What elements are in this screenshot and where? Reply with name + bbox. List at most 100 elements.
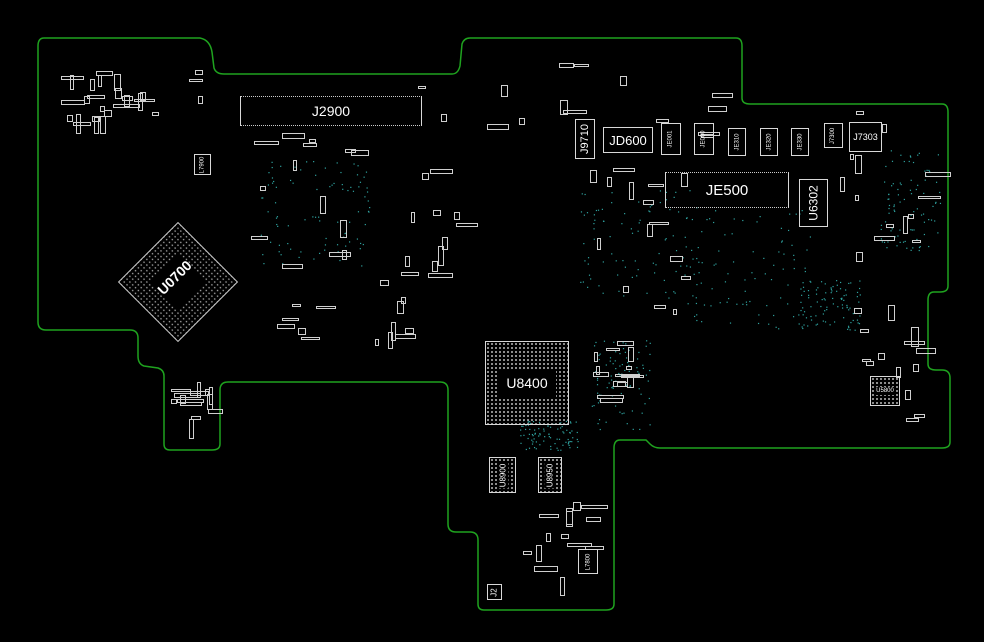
via xyxy=(349,221,351,223)
chip-u5800[interactable]: U5800 xyxy=(870,376,900,406)
via xyxy=(359,248,361,250)
via xyxy=(622,342,624,344)
via xyxy=(817,287,819,289)
connector-j7300[interactable]: J7300 xyxy=(824,123,843,148)
connector-j2900[interactable]: J2900 xyxy=(240,96,422,126)
via xyxy=(626,423,628,425)
label-jd600: JD600 xyxy=(609,132,647,148)
via xyxy=(826,308,828,311)
via xyxy=(728,297,730,300)
via xyxy=(881,241,883,243)
smd-part xyxy=(188,79,203,83)
via xyxy=(280,254,282,256)
via xyxy=(856,296,858,298)
via xyxy=(900,183,902,186)
via xyxy=(329,186,331,188)
label-j7300: J7300 xyxy=(830,127,837,144)
smd-part xyxy=(103,109,112,118)
via xyxy=(846,304,848,307)
via xyxy=(275,186,277,188)
via xyxy=(686,217,688,219)
via xyxy=(856,319,859,321)
via xyxy=(922,213,925,215)
via xyxy=(606,387,608,389)
connector-j2[interactable]: J2 xyxy=(487,584,502,600)
inductor-l7800[interactable]: L7800 xyxy=(578,549,598,574)
via xyxy=(848,309,850,311)
smd-part xyxy=(596,366,601,376)
smd-part xyxy=(573,63,589,68)
connector-je500[interactable]: JE500 xyxy=(665,172,789,208)
via xyxy=(601,208,603,210)
inductor-l7900[interactable]: L7900 xyxy=(194,154,211,175)
label-u8400: U8400 xyxy=(498,369,556,397)
via xyxy=(576,438,578,441)
smd-part xyxy=(405,328,415,334)
via xyxy=(916,238,918,241)
via xyxy=(568,444,570,446)
via xyxy=(692,295,694,297)
smd-part xyxy=(648,183,665,187)
chip-u8950[interactable]: U8950 xyxy=(538,457,562,493)
chip-u8400[interactable]: U8400 xyxy=(485,341,569,425)
via xyxy=(685,217,688,220)
via xyxy=(802,307,804,309)
via xyxy=(619,353,621,355)
connector-je001[interactable]: JE001 xyxy=(661,123,681,155)
label-j9710: J9710 xyxy=(579,124,592,154)
via xyxy=(742,219,744,222)
via xyxy=(893,209,895,211)
connector-je320[interactable]: JE320 xyxy=(760,128,778,156)
via xyxy=(815,315,817,317)
via xyxy=(803,290,805,292)
via xyxy=(833,321,836,323)
via xyxy=(696,314,698,316)
via xyxy=(619,365,621,367)
via xyxy=(520,429,522,431)
via xyxy=(642,367,645,369)
via xyxy=(341,183,343,186)
via xyxy=(336,162,338,164)
via xyxy=(590,278,592,280)
via xyxy=(276,223,278,226)
via xyxy=(583,243,585,245)
connector-je000[interactable]: JE000 xyxy=(694,123,714,155)
via xyxy=(587,263,589,265)
via xyxy=(900,154,902,156)
smd-part xyxy=(320,195,327,214)
via xyxy=(677,211,680,213)
chip-u6302[interactable]: U6302 xyxy=(799,179,828,227)
via xyxy=(621,413,623,415)
via xyxy=(816,301,818,303)
connector-je330[interactable]: JE330 xyxy=(791,128,809,156)
via xyxy=(826,306,828,308)
via xyxy=(618,372,620,375)
via xyxy=(939,202,942,205)
smd-part xyxy=(442,237,448,251)
connector-je310[interactable]: JE310 xyxy=(728,128,746,156)
smd-part xyxy=(73,121,92,126)
smd-part xyxy=(628,182,635,201)
via xyxy=(623,412,625,414)
via xyxy=(359,181,362,183)
smd-part xyxy=(681,275,691,280)
via xyxy=(849,329,851,331)
connector-jd600[interactable]: JD600 xyxy=(603,127,653,153)
via xyxy=(344,232,346,235)
via xyxy=(313,161,315,163)
via xyxy=(839,288,842,290)
via xyxy=(631,410,633,412)
via xyxy=(360,242,362,245)
via xyxy=(324,244,327,246)
smd-part xyxy=(113,73,122,92)
via xyxy=(315,174,317,176)
via xyxy=(909,155,911,157)
via xyxy=(713,221,715,224)
via xyxy=(278,251,280,253)
chip-u8900[interactable]: U8900 xyxy=(489,457,516,493)
smd-part xyxy=(440,113,448,122)
via xyxy=(582,281,584,283)
connector-j9710[interactable]: J9710 xyxy=(575,119,595,159)
via xyxy=(367,200,369,202)
connector-j7303[interactable]: J7303 xyxy=(849,122,882,152)
